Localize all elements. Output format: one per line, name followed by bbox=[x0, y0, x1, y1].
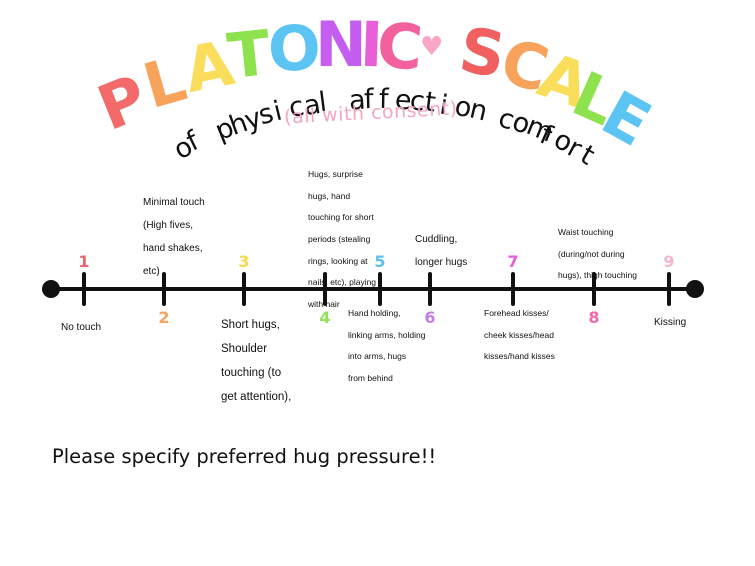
scale-description-8: Waist touching (during/not during hugs), t… bbox=[558, 222, 637, 287]
scale-number-3: 3 bbox=[238, 252, 250, 271]
description-line: No touch bbox=[61, 322, 102, 333]
scale-number-4: 4 bbox=[319, 308, 331, 327]
scale-tick-6 bbox=[428, 272, 432, 306]
scale-description-6: Cuddling, longer hugs bbox=[415, 228, 467, 274]
scale-number-5: 5 bbox=[374, 252, 386, 271]
description-line: hand shakes, bbox=[143, 243, 203, 254]
scale-tick-7 bbox=[511, 272, 515, 306]
scale-end-dot bbox=[686, 280, 704, 298]
footer-note: Please specify preferred hug pressure!! bbox=[52, 445, 437, 468]
title-heart-icon: ♥ bbox=[420, 32, 444, 62]
description-line: from behind bbox=[348, 373, 393, 384]
title-letter: C bbox=[374, 8, 426, 85]
description-line: hugs, hand bbox=[308, 190, 351, 201]
scale-number-9: 9 bbox=[663, 252, 675, 271]
scale-start-dot bbox=[42, 280, 60, 298]
description-line: Hugs, surprise bbox=[308, 169, 363, 179]
description-line: Short hugs, bbox=[221, 319, 280, 331]
scale-number-6: 6 bbox=[424, 308, 436, 327]
description-line: cheek kisses/head bbox=[484, 329, 554, 340]
description-line: touching for short bbox=[308, 212, 374, 223]
scale-description-7: Forehead kisses/cheek kisses/head kisses/… bbox=[484, 303, 555, 368]
scale-description-9: Kissing bbox=[654, 311, 686, 334]
title-letter: O bbox=[266, 11, 322, 86]
description-line: touching (to bbox=[221, 367, 282, 380]
description-line: Hand holding, bbox=[348, 308, 401, 318]
scale-tick-1 bbox=[82, 272, 86, 306]
description-line: nails, etc), playing bbox=[308, 277, 377, 288]
scale-description-1: No touch bbox=[61, 316, 101, 339]
scale-tick-3 bbox=[242, 272, 246, 306]
description-line: Shoulder bbox=[221, 343, 268, 356]
description-line: Cuddling, bbox=[415, 234, 458, 245]
description-line: Waist touching bbox=[558, 227, 614, 237]
scale-number-8: 8 bbox=[588, 308, 600, 327]
description-line: longer hugs bbox=[415, 257, 468, 268]
description-line: Minimal touch bbox=[143, 197, 205, 208]
description-line: with hair bbox=[308, 299, 340, 310]
description-line: get attention), bbox=[221, 391, 292, 404]
description-line: linking arms, holding bbox=[348, 329, 426, 340]
scale-tick-2 bbox=[162, 272, 166, 306]
scale-description-5: Hand holding, linking arms, holding into a… bbox=[348, 303, 425, 390]
scale-description-3: Short hugs, Shoulder touching (to get atten… bbox=[221, 313, 291, 410]
scale-tick-5 bbox=[378, 272, 382, 306]
description-line: rings, looking at bbox=[308, 255, 368, 266]
title-letter: N bbox=[315, 8, 367, 81]
scale-number-1: 1 bbox=[78, 252, 90, 271]
description-line: periods (stealing bbox=[308, 234, 371, 245]
scale-tick-8 bbox=[592, 272, 596, 306]
description-line: etc) bbox=[143, 266, 160, 277]
description-line: kisses/hand kisses bbox=[484, 351, 555, 362]
scale-tick-9 bbox=[667, 272, 671, 306]
description-line: Forehead kisses/ bbox=[484, 308, 549, 318]
description-line: (during/not during bbox=[558, 248, 625, 259]
scale-axis-line bbox=[50, 287, 695, 291]
description-line: into arms, hugs bbox=[348, 351, 407, 362]
title-letter: T bbox=[224, 15, 274, 94]
description-line: (High fives, bbox=[143, 220, 194, 231]
scale-tick-4 bbox=[323, 272, 327, 306]
scale-description-4: Hugs, surprise hugs, hand touching for sho… bbox=[308, 164, 376, 316]
scale-number-7: 7 bbox=[507, 252, 519, 271]
description-line: hugs), thigh touching bbox=[558, 270, 637, 281]
scale-description-2: Minimal touch (High fives, hand shakes, etc… bbox=[143, 191, 205, 283]
description-line: Kissing bbox=[654, 317, 687, 328]
scale-number-2: 2 bbox=[158, 308, 170, 327]
